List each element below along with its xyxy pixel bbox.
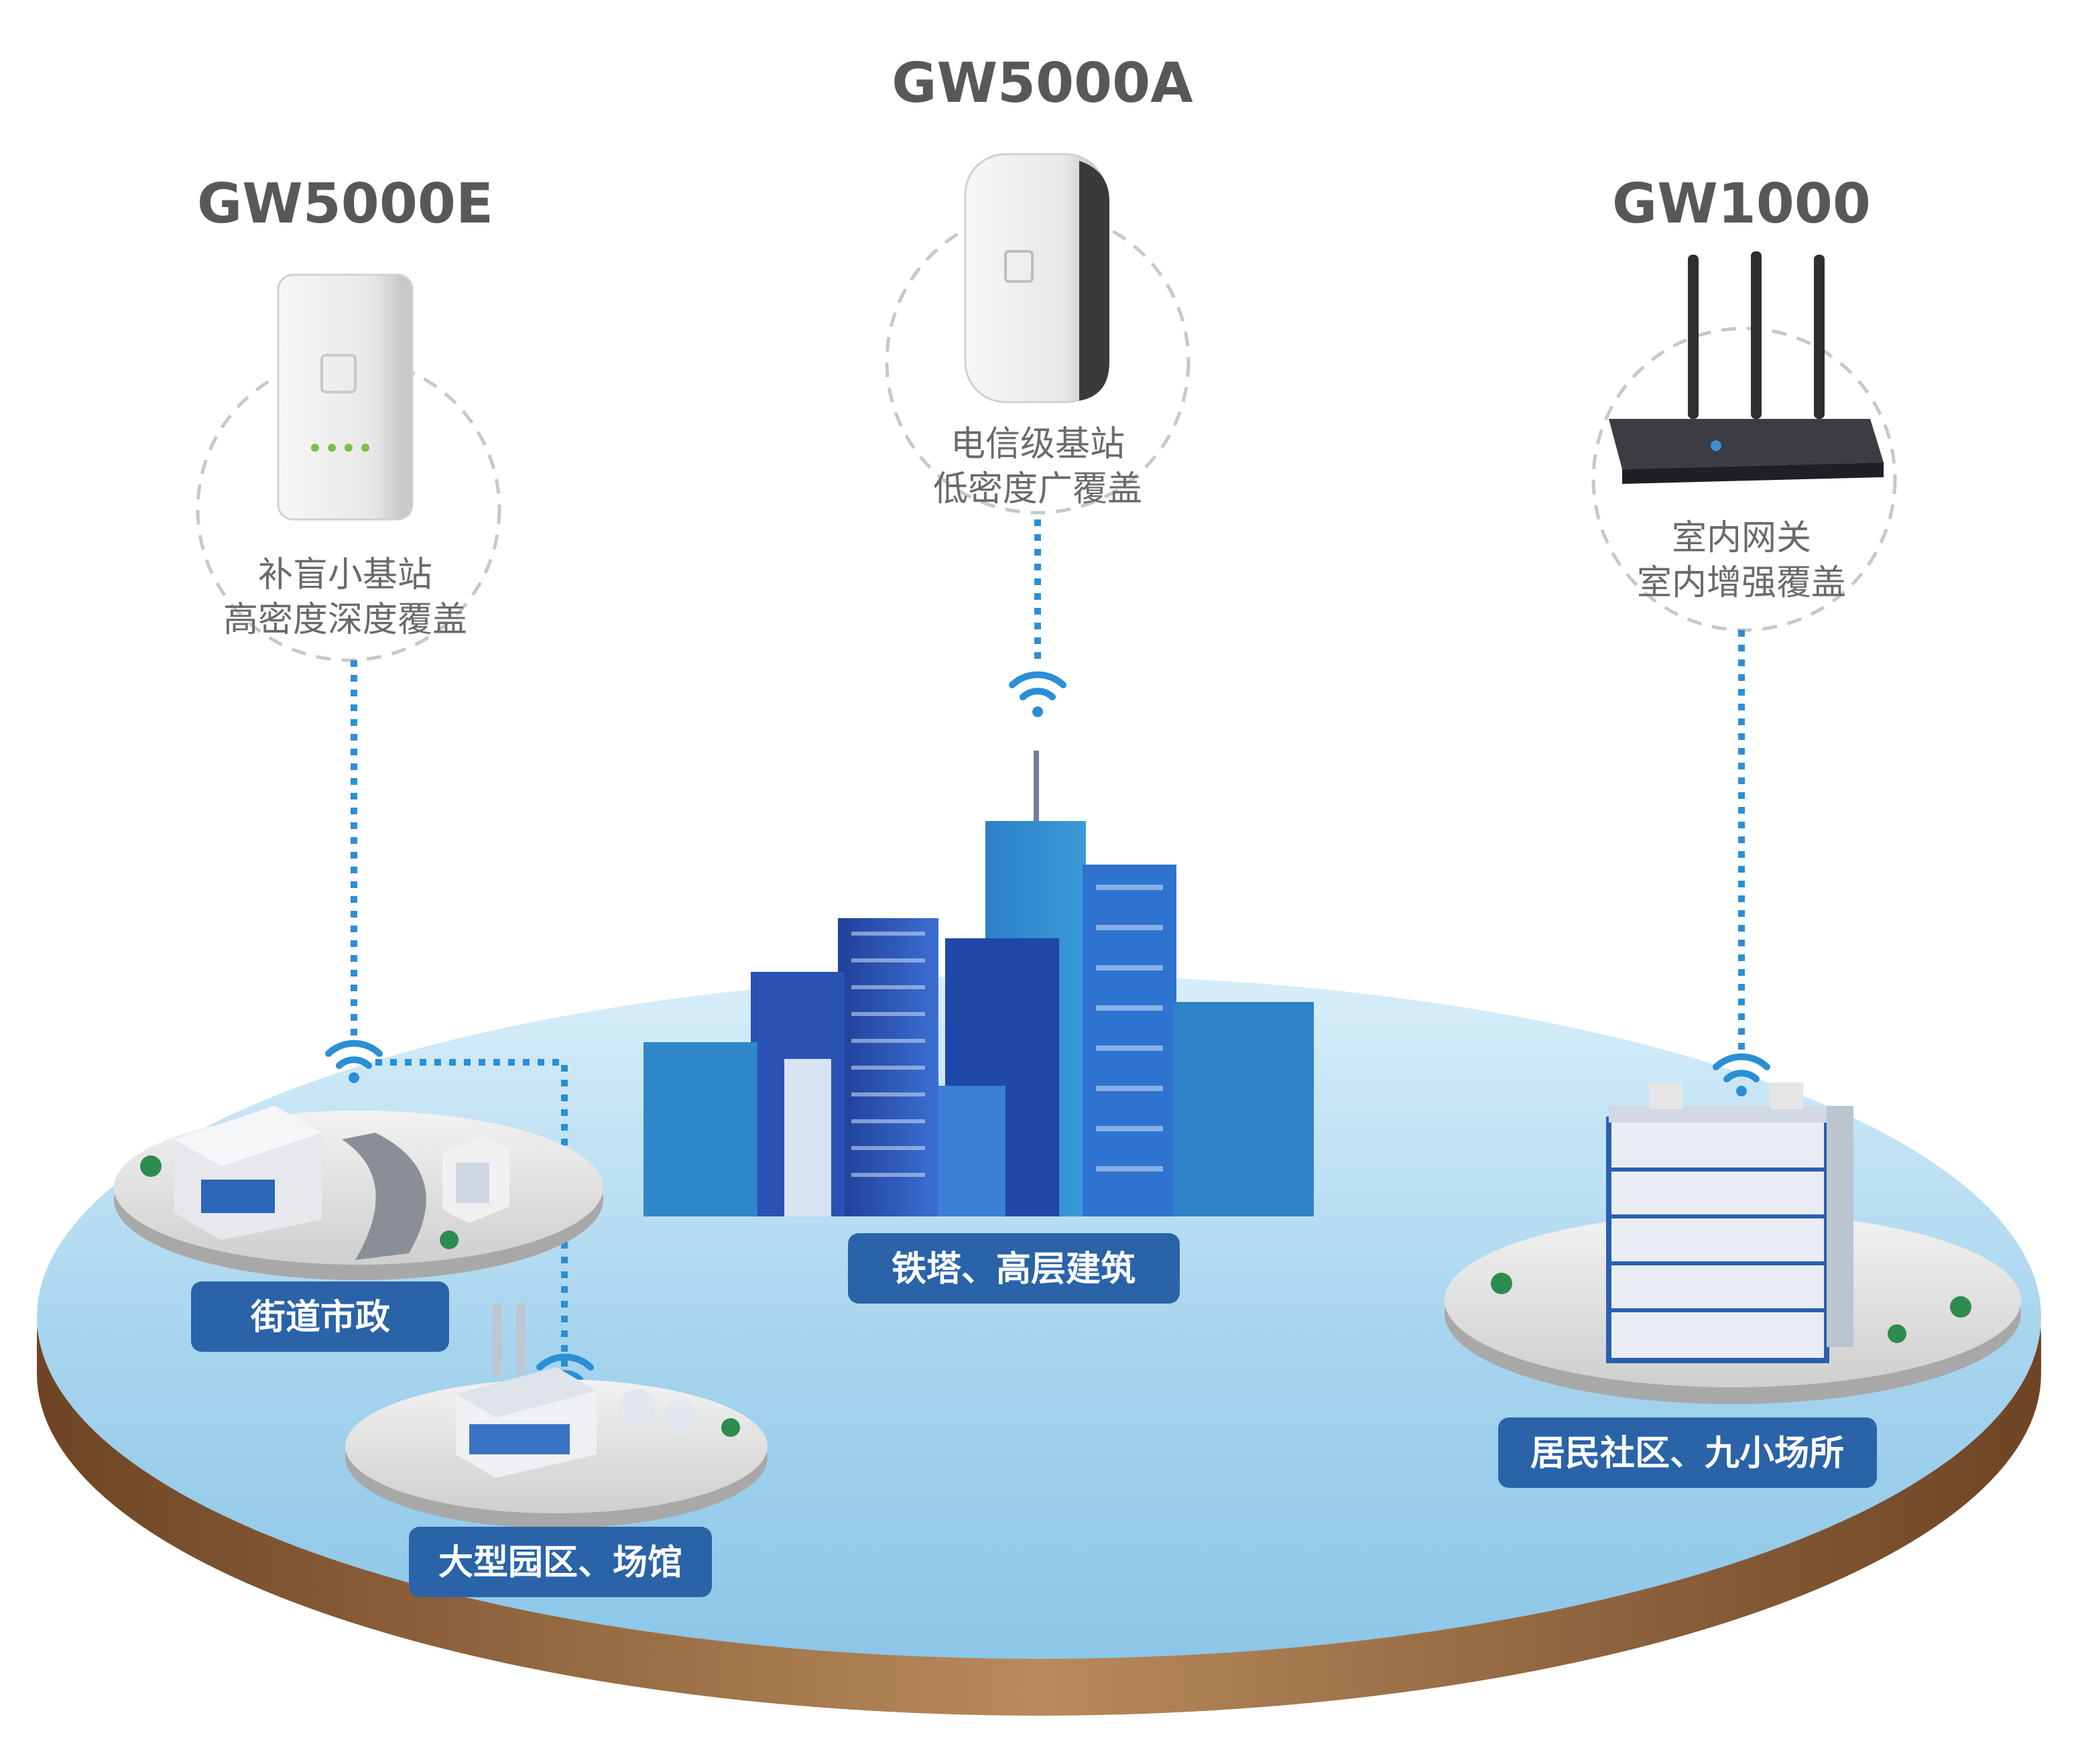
base-station-device-icon: [964, 153, 1109, 403]
router-device-icon: [1609, 251, 1884, 484]
device-gw1000: GW1000 室内网关 室内增强覆盖: [1591, 172, 1897, 632]
wifi-icon: [325, 1040, 383, 1083]
device-desc-line2: 低密度广覆盖: [933, 469, 1142, 509]
scene-label-text: 居民社区、九小场所: [1530, 1434, 1844, 1474]
scene-label-street: 街道市政: [191, 1281, 449, 1352]
coverage-circle-gw5000e: [196, 357, 501, 662]
device-gw5000a: GW5000A 电信级基站 低密度广覆盖: [885, 52, 1193, 515]
scene-label-tower: 铁塔、高层建筑: [848, 1233, 1180, 1304]
street-scene: [114, 1106, 603, 1280]
tower-scene: [644, 751, 1314, 1216]
wifi-icon: [1009, 671, 1066, 717]
model-title-gw5000a: GW5000A: [892, 52, 1193, 115]
device-desc-line1: 室内网关: [1672, 518, 1811, 558]
device-desc-line1: 补盲小基站: [258, 555, 432, 595]
model-title-gw1000: GW1000: [1612, 172, 1871, 236]
residential-scene: [1445, 1082, 2021, 1404]
small-cell-device-icon: [277, 273, 414, 521]
model-title-gw5000e: GW5000E: [197, 172, 493, 236]
scene-label-park: 大型园区、场馆: [409, 1527, 712, 1597]
park-scene: [345, 1304, 768, 1528]
connector-lines: [351, 519, 1745, 1374]
device-desc-line1: 电信级基站: [951, 424, 1125, 464]
device-gw5000e: GW5000E 补盲小基站 高密度深度覆盖: [196, 172, 501, 662]
device-desc-line2: 室内增强覆盖: [1637, 563, 1846, 603]
scene-label-residential: 居民社区、九小场所: [1498, 1418, 1877, 1488]
wifi-icon: [1713, 1053, 1770, 1096]
scene-label-text: 铁塔、高层建筑: [892, 1249, 1136, 1289]
scene-label-text: 大型园区、场馆: [438, 1543, 682, 1583]
device-desc-line2: 高密度深度覆盖: [223, 600, 467, 640]
coverage-circle-gw5000a: [885, 209, 1190, 515]
scene-label-text: 街道市政: [250, 1298, 390, 1338]
